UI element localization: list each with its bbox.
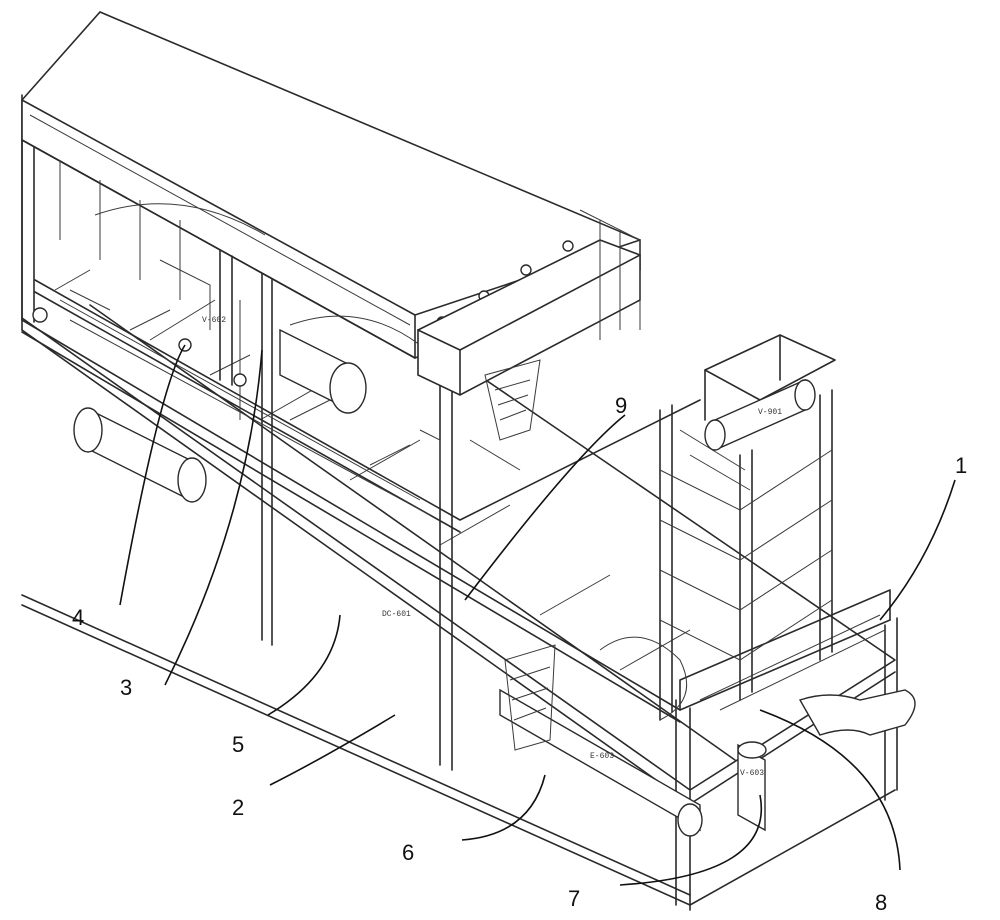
leader-5 xyxy=(268,615,340,715)
tag-v603: V-603 xyxy=(740,769,764,778)
callout-5: 5 xyxy=(232,732,244,757)
tag-v602: V-602 xyxy=(202,316,226,325)
callout-labels: 1 2 3 4 5 6 7 8 9 xyxy=(72,393,967,915)
callout-9: 9 xyxy=(615,393,627,418)
leader-9 xyxy=(465,415,625,600)
tag-e603: E-603 xyxy=(590,752,614,761)
leader-1 xyxy=(880,480,955,620)
callout-4: 4 xyxy=(72,605,84,630)
callout-1: 1 xyxy=(955,453,967,478)
callout-2: 2 xyxy=(232,795,244,820)
callout-8: 8 xyxy=(875,890,887,915)
leader-8 xyxy=(760,710,900,870)
callout-6: 6 xyxy=(402,840,414,865)
callout-3: 3 xyxy=(120,675,132,700)
callout-7: 7 xyxy=(568,886,580,911)
tag-v901: V-901 xyxy=(758,408,782,417)
tag-dc601: DC-601 xyxy=(382,610,411,619)
